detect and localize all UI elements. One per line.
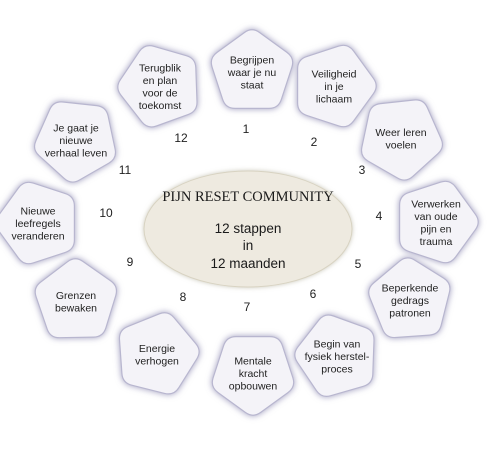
step-pentagon-9: [34, 258, 118, 339]
step-pentagon-10: [0, 181, 75, 265]
center-ellipse: [143, 170, 353, 288]
step-6-label-line: Begin van: [314, 339, 361, 351]
step-10-label-line: Nieuwe: [20, 206, 55, 218]
center-subtitle-line-1: 12 stappen: [215, 221, 282, 236]
step-9-label-line: Grenzen: [56, 290, 96, 302]
step-number-6: 6: [310, 287, 317, 301]
step-number-12: 12: [174, 131, 188, 145]
step-number-11: 11: [119, 163, 132, 177]
step-pentagon-2: [297, 44, 377, 128]
step-3-label-line: Weer leren: [375, 127, 426, 139]
step-6-label-line: proces: [321, 364, 353, 376]
step-9-label-line: bewaken: [55, 302, 97, 314]
step-4-label-line: trauma: [420, 236, 453, 248]
step-number-3: 3: [359, 163, 366, 177]
step-4-label-line: pijn en: [421, 223, 452, 235]
step-10-label-line: leefregels: [15, 218, 61, 230]
step-pentagon-8: [118, 312, 200, 395]
step-8-label-line: Energie: [139, 343, 175, 355]
center-title: PIJN RESET COMMUNITY: [162, 189, 334, 205]
step-5-label-line: Beperkende: [382, 283, 439, 295]
center-subtitle-line-3: 12 maanden: [210, 256, 285, 271]
step-number-2: 2: [311, 135, 318, 149]
step-4-label-line: van oude: [414, 211, 457, 223]
step-12-label-line: en plan: [143, 75, 178, 87]
step-7-label-line: kracht: [239, 368, 268, 380]
step-number-8: 8: [180, 290, 187, 304]
step-5-label-line: patronen: [389, 308, 431, 320]
step-4-label-line: Verwerken: [411, 198, 461, 210]
center-subtitle-line-2: in: [243, 238, 254, 253]
step-1-label-line: Begrijpen: [230, 55, 275, 67]
step-number-1: 1: [243, 122, 250, 136]
step-1-label-line: staat: [241, 80, 264, 92]
step-pentagon-6: [294, 314, 375, 397]
step-5-label-line: gedrags: [391, 295, 429, 307]
step-pentagon-3: [360, 99, 444, 181]
step-12-label-line: voor de: [142, 87, 177, 99]
step-pentagon-4: [399, 180, 479, 264]
step-2-label-line: lichaam: [316, 94, 352, 106]
center-group: PIJN RESET COMMUNITY 12 stappen in 12 ma…: [143, 170, 353, 288]
step-6-label-line: fysiek herstel-: [305, 351, 370, 363]
step-number-9: 9: [127, 255, 134, 269]
step-7-label-line: opbouwen: [229, 381, 278, 393]
step-2-label-line: Veiligheid: [312, 69, 357, 81]
step-8-label-line: verhogen: [135, 355, 179, 367]
step-number-10: 10: [99, 206, 113, 220]
step-pentagon-7: [211, 336, 295, 416]
step-11-label-line: Je gaat je: [53, 123, 99, 135]
step-2-label-line: in je: [324, 81, 343, 93]
step-11-label-line: verhaal leven: [45, 148, 108, 160]
step-11-label-line: nieuwe: [59, 135, 92, 147]
step-pentagon-1: [210, 29, 294, 109]
step-pentagon-5: [368, 257, 451, 339]
step-number-7: 7: [244, 300, 251, 314]
step-3-label-line: voelen: [386, 139, 417, 151]
step-7-label-line: Mentale: [234, 356, 272, 368]
step-number-4: 4: [376, 209, 383, 223]
step-12-label-line: Terugblik: [139, 62, 182, 74]
step-1-label-line: waar je nu: [227, 67, 277, 79]
step-10-label-line: veranderen: [11, 231, 64, 243]
step-number-5: 5: [355, 257, 362, 271]
step-pentagon-11: [33, 101, 117, 183]
step-12-label-line: toekomst: [139, 100, 182, 112]
step-pentagon-12: [117, 45, 198, 128]
